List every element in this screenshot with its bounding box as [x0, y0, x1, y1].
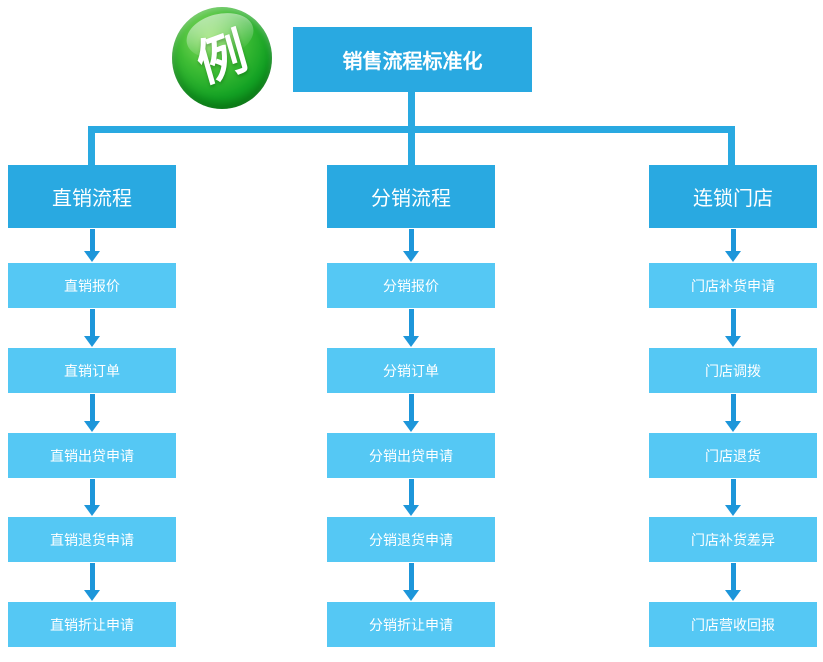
connector-left-vertical [88, 126, 95, 165]
connector-branch-horizontal [88, 126, 735, 133]
flow-step-label: 门店退货 [705, 448, 761, 465]
column-header-node: 直销流程 [8, 165, 176, 228]
flow-step-node: 直销出贷申请 [8, 433, 176, 478]
down-arrow-icon [725, 479, 741, 516]
down-arrow-icon [725, 229, 741, 262]
flow-step-node: 分销退货申请 [327, 517, 495, 562]
flow-step-node: 门店补货申请 [649, 263, 817, 308]
down-arrow-icon [403, 229, 419, 262]
flow-step-node: 分销订单 [327, 348, 495, 393]
down-arrow-icon [403, 309, 419, 347]
down-arrow-icon [84, 229, 100, 262]
flow-step-label: 门店营收回报 [691, 617, 775, 634]
flow-step-node: 直销退货申请 [8, 517, 176, 562]
down-arrow-icon [403, 479, 419, 516]
flow-step-label: 分销出贷申请 [369, 448, 453, 465]
column-header-node: 分销流程 [327, 165, 495, 228]
down-arrow-icon [84, 394, 100, 432]
column-header-node: 连锁门店 [649, 165, 817, 228]
column-header-label: 分销流程 [371, 186, 451, 210]
flow-step-node: 门店退货 [649, 433, 817, 478]
down-arrow-icon [84, 563, 100, 601]
flow-step-label: 门店补货差异 [691, 532, 775, 549]
down-arrow-icon [725, 563, 741, 601]
down-arrow-icon [403, 394, 419, 432]
down-arrow-icon [403, 563, 419, 601]
root-node: 销售流程标准化 [293, 27, 532, 92]
column-header-label: 直销流程 [52, 186, 132, 210]
flow-step-label: 直销退货申请 [50, 532, 134, 549]
flow-step-node: 门店营收回报 [649, 602, 817, 647]
example-badge-icon: 例 [172, 7, 272, 109]
flow-step-node: 门店补货差异 [649, 517, 817, 562]
flow-step-label: 直销折让申请 [50, 617, 134, 634]
column-header-label: 连锁门店 [693, 186, 773, 210]
flow-step-node: 直销折让申请 [8, 602, 176, 647]
flow-step-node: 分销折让申请 [327, 602, 495, 647]
flow-step-node: 分销出贷申请 [327, 433, 495, 478]
flow-step-label: 分销订单 [383, 363, 439, 380]
down-arrow-icon [725, 309, 741, 347]
flow-step-label: 分销报价 [383, 278, 439, 295]
flow-step-label: 直销订单 [64, 363, 120, 380]
root-node-label: 销售流程标准化 [342, 49, 483, 73]
flow-step-label: 分销折让申请 [369, 617, 453, 634]
example-badge-label: 例 [190, 21, 254, 95]
flow-step-label: 分销退货申请 [369, 532, 453, 549]
down-arrow-icon [725, 394, 741, 432]
connector-right-vertical [728, 126, 735, 165]
down-arrow-icon [84, 479, 100, 516]
flow-step-label: 直销报价 [64, 278, 120, 295]
flow-step-label: 门店补货申请 [691, 278, 775, 295]
down-arrow-icon [84, 309, 100, 347]
flow-step-node: 分销报价 [327, 263, 495, 308]
flow-step-node: 直销订单 [8, 348, 176, 393]
flow-step-label: 直销出贷申请 [50, 448, 134, 465]
flow-step-node: 直销报价 [8, 263, 176, 308]
flow-step-label: 门店调拨 [705, 363, 761, 380]
flow-step-node: 门店调拨 [649, 348, 817, 393]
